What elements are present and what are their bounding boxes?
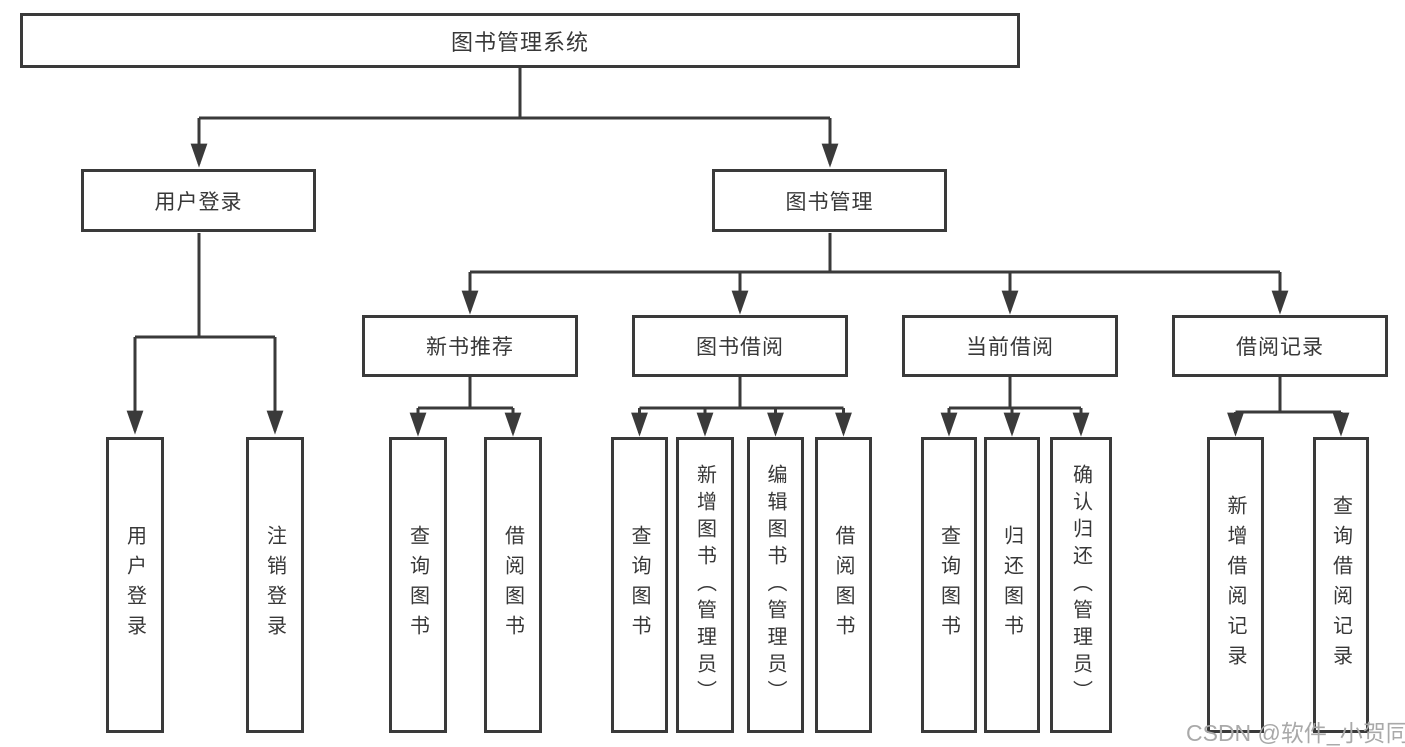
leaf-return-books: 归还图书 — [984, 437, 1040, 733]
node-library-management-system: 图书管理系统 — [20, 13, 1020, 68]
leaf-add-books-admin: 新增图书（管理员） — [676, 437, 734, 733]
leaf-borrow-books-recommendation-label: 借阅图书 — [501, 525, 524, 645]
leaf-query-books-current: 查询图书 — [921, 437, 977, 733]
leaf-query-books-borrowing: 查询图书 — [611, 437, 668, 733]
node-current-borrowing: 当前借阅 — [902, 315, 1118, 377]
leaf-edit-books-admin: 编辑图书（管理员） — [747, 437, 804, 733]
leaf-user-login-label: 用户登录 — [123, 525, 146, 645]
leaf-edit-books-admin-label: 编辑图书（管理员） — [764, 463, 786, 707]
node-user-login-label: 用户登录 — [154, 190, 243, 214]
node-library-management-system-label: 图书管理系统 — [450, 29, 589, 55]
leaf-query-books-recommendation-label: 查询图书 — [406, 525, 429, 645]
node-current-borrowing-label: 当前借阅 — [966, 336, 1054, 359]
node-book-borrowing: 图书借阅 — [632, 315, 848, 377]
leaf-query-borrow-record-label: 查询借阅记录 — [1329, 495, 1352, 675]
csdn-watermark: CSDN @软件_小贺同学 — [1186, 720, 1405, 746]
leaf-add-books-admin-label: 新增图书（管理员） — [693, 463, 716, 707]
node-book-management: 图书管理 — [712, 169, 947, 232]
leaf-confirm-return-admin: 确认归还（管理员） — [1050, 437, 1112, 733]
node-book-management-label: 图书管理 — [785, 190, 874, 214]
node-book-borrowing-label: 图书借阅 — [696, 336, 784, 359]
leaf-borrow-books: 借阅图书 — [815, 437, 872, 733]
leaf-query-books-recommendation: 查询图书 — [389, 437, 447, 733]
leaf-return-books-label: 归还图书 — [1000, 525, 1023, 645]
leaf-query-books-current-label: 查询图书 — [937, 525, 960, 645]
node-user-login: 用户登录 — [81, 169, 316, 232]
leaf-borrow-books-recommendation: 借阅图书 — [484, 437, 542, 733]
leaf-logout-label: 注销登录 — [263, 525, 286, 645]
leaf-add-borrow-record-label: 新增借阅记录 — [1224, 495, 1246, 675]
leaf-add-borrow-record: 新增借阅记录 — [1207, 437, 1264, 733]
node-new-book-recommendation: 新书推荐 — [362, 315, 578, 377]
leaf-borrow-books-label: 借阅图书 — [832, 525, 854, 645]
node-borrowing-records-label: 借阅记录 — [1236, 336, 1324, 359]
leaf-user-login: 用户登录 — [106, 437, 164, 733]
leaf-query-borrow-record: 查询借阅记录 — [1313, 437, 1369, 733]
leaf-query-books-borrowing-label: 查询图书 — [628, 525, 650, 645]
leaf-logout: 注销登录 — [246, 437, 304, 733]
leaf-confirm-return-admin-label: 确认归还（管理员） — [1069, 463, 1092, 707]
node-new-book-recommendation-label: 新书推荐 — [426, 336, 514, 359]
node-borrowing-records: 借阅记录 — [1172, 315, 1388, 377]
